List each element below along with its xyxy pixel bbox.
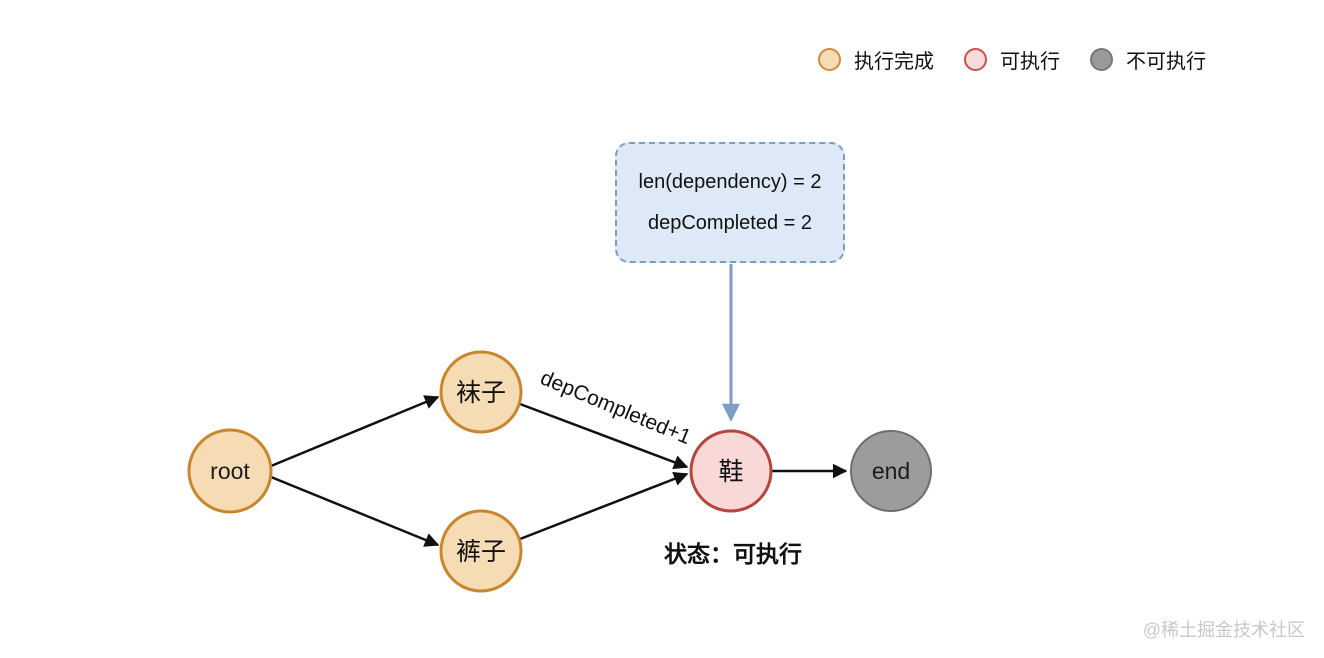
- node-end: end: [850, 430, 932, 512]
- completed-status-icon: [818, 48, 841, 71]
- edge-label-depcompleted: depCompleted+1: [537, 366, 694, 449]
- legend-label-completed: 执行完成: [854, 51, 934, 73]
- annotation-line-1: len(dependency) = 2: [638, 170, 822, 193]
- node-pants-label: 裤子: [456, 538, 506, 566]
- legend-item-completed: 执行完成: [818, 45, 934, 74]
- legend-item-executable: 可执行: [964, 45, 1060, 74]
- node-shoes-circle: [689, 429, 773, 513]
- node-pants-circle: [439, 509, 523, 593]
- legend: 执行完成 可执行 不可执行: [818, 45, 1206, 74]
- node-shoes: 鞋: [689, 429, 773, 513]
- edge-root-pants: [270, 475, 440, 547]
- legend-label-executable: 可执行: [1000, 51, 1060, 73]
- node-socks-circle: [439, 350, 523, 434]
- not-executable-status-icon: [1090, 48, 1113, 71]
- node-shoes-label: 鞋: [718, 458, 743, 486]
- node-root-label: root: [210, 458, 250, 484]
- node-socks: 袜子: [439, 350, 523, 434]
- executable-status-icon: [964, 48, 987, 71]
- status-caption: 状态：可执行: [664, 541, 802, 567]
- node-end-label: end: [872, 458, 910, 484]
- annotation-line-2: depCompleted = 2: [647, 211, 812, 234]
- annotation-box: len(dependency) = 2 depCompleted = 2: [615, 142, 845, 263]
- edge-socks-shoes: [519, 402, 689, 470]
- node-root: root: [187, 428, 273, 514]
- node-pants: 裤子: [439, 509, 523, 593]
- legend-item-not-executable: 不可执行: [1090, 45, 1206, 74]
- node-socks-label: 袜子: [456, 379, 506, 407]
- watermark: @稀土掘金技术社区: [1142, 620, 1305, 640]
- node-root-circle: [187, 428, 273, 514]
- node-end-circle: [850, 430, 932, 512]
- legend-label-not-executable: 不可执行: [1126, 51, 1206, 73]
- edge-root-socks: [270, 395, 440, 468]
- edge-pants-shoes: [519, 471, 689, 541]
